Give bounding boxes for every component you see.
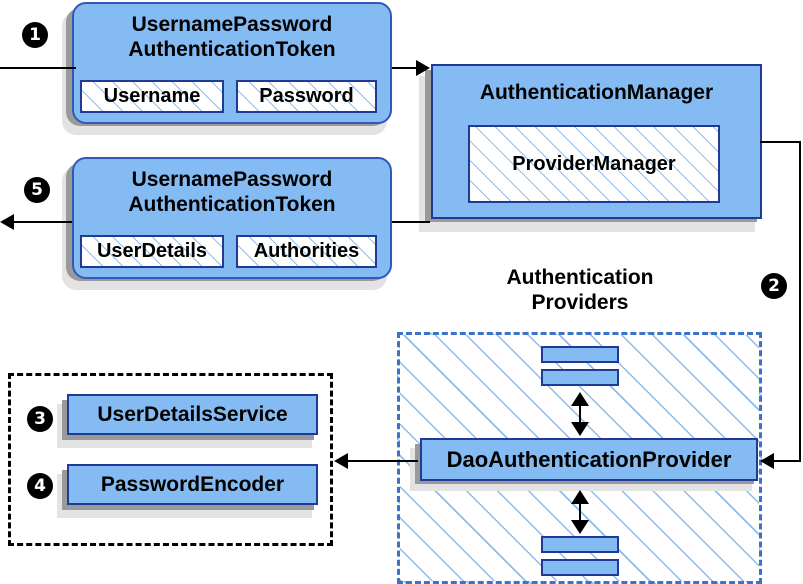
provider-link-top-line [579, 398, 581, 424]
manager-to-providers-line-bottom [772, 460, 801, 462]
step-badge-1: 1 [22, 22, 48, 48]
step-badge-4: 4 [27, 473, 53, 499]
response-token-field-userdetails: UserDetails [80, 235, 224, 268]
manager-to-providers-line-vertical [799, 141, 801, 461]
response-token-title-line2: AuthenticationToken [128, 193, 336, 216]
provider-to-config-arrowhead [334, 453, 348, 469]
provider-placeholder-top-1 [541, 346, 619, 363]
authentication-providers-label: Authentication Providers [470, 265, 690, 315]
request-token-title-line2: AuthenticationToken [128, 38, 336, 61]
response-token-title-line1: UsernamePassword [131, 168, 333, 191]
request-token-title-line1: UsernamePassword [131, 13, 333, 36]
request-token-field-password: Password [236, 80, 377, 113]
response-token-field-authorities: Authorities [236, 235, 377, 268]
provider-link-bottom-arrow-up [571, 490, 589, 504]
provider-link-bottom-arrow-down [571, 520, 589, 534]
request-to-manager-line [392, 67, 422, 69]
provider-link-top-arrow-up [571, 392, 589, 406]
step-badge-3: 3 [27, 406, 53, 432]
manager-to-providers-arrowhead [760, 453, 774, 469]
user-details-service-box[interactable]: UserDetailsService [67, 394, 318, 435]
authentication-providers-label-line2: Providers [531, 291, 629, 314]
authentication-manager-label: AuthenticationManager [479, 81, 714, 104]
manager-to-providers-line-top [760, 141, 801, 143]
provider-placeholder-top-2 [541, 369, 619, 386]
manager-to-response-line [392, 221, 430, 223]
incoming-request-line [0, 67, 76, 69]
dao-authentication-provider-box[interactable]: DaoAuthenticationProvider [420, 438, 758, 481]
provider-manager-box: ProviderManager [468, 125, 720, 203]
step-badge-5: 5 [24, 177, 50, 203]
step-badge-2: 2 [761, 273, 787, 299]
authentication-providers-label-line1: Authentication [506, 266, 654, 289]
response-out-line [10, 221, 72, 223]
provider-to-config-line [348, 460, 418, 462]
request-token-field-username: Username [80, 80, 224, 113]
password-encoder-box[interactable]: PasswordEncoder [67, 464, 318, 505]
provider-link-top-arrow-down [571, 422, 589, 436]
response-out-arrowhead [0, 214, 14, 230]
provider-placeholder-bottom-2 [541, 559, 619, 576]
provider-link-bottom-line [579, 496, 581, 522]
provider-placeholder-bottom-1 [541, 536, 619, 553]
request-to-manager-arrowhead [416, 60, 430, 76]
